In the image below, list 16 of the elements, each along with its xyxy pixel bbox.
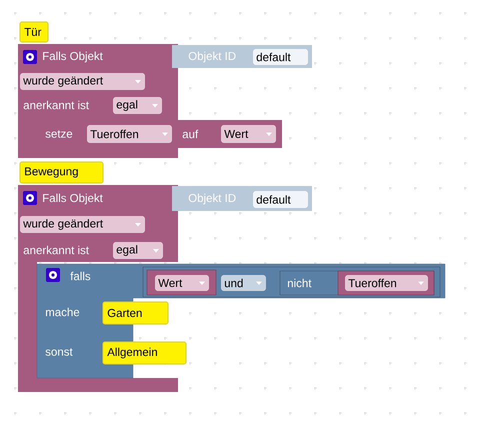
dropdown-field: Tueroffen (87, 125, 172, 143)
dropdown-field: wurde geändert (20, 216, 145, 233)
node-label: setze (46, 130, 72, 138)
dropdown-field: wurde geändert (20, 73, 145, 90)
comment-block: Allgemein (102, 342, 186, 364)
variable-block: Wert (146, 270, 216, 296)
dropdown-field: Wert (221, 125, 276, 143)
dropdown-field: egal (113, 97, 162, 114)
comment-block: Tür (20, 22, 48, 42)
node-label: auf (182, 130, 198, 138)
comment-block: Garten (102, 302, 168, 324)
variable-block: Tueroffen (338, 270, 434, 296)
comment-block: Bewegung (20, 162, 104, 184)
dropdown-field: egal (113, 242, 163, 259)
text-field: default (253, 49, 308, 65)
text-field: default (253, 191, 308, 208)
